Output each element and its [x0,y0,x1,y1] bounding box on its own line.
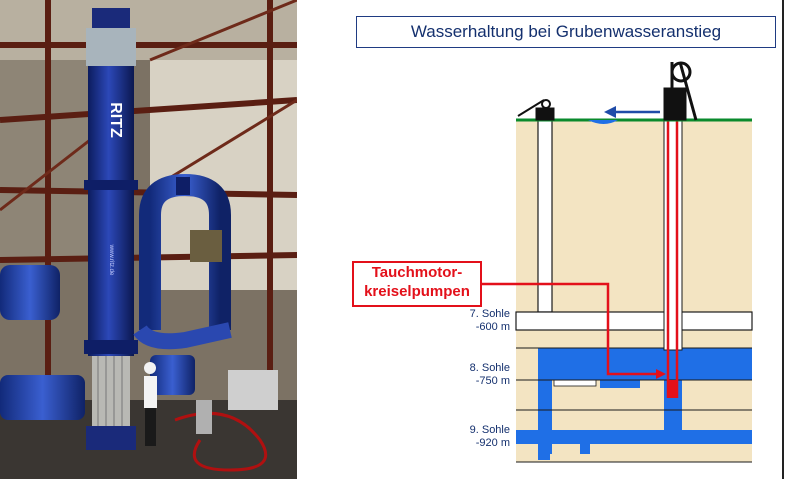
diagram-title-text: Wasserhaltung bei Grubenwasseranstieg [410,22,722,41]
pump-callout-line1: Tauchmotor- [371,264,463,281]
level-7-drift [515,311,753,331]
discharge-arrow-icon [604,106,616,118]
earth-block [516,120,752,462]
pump-pointer-arrow-icon [656,369,666,379]
pump-brand-text: RITZ [107,102,124,138]
diagram-title: Wasserhaltung bei Grubenwasseranstieg [356,16,776,48]
pump-callout: Tauchmotor- kreiselpumpen [352,261,482,307]
level-9-label: 9. Sohle -920 m [469,424,510,449]
main-shaft [663,119,683,351]
pump-web-text: www.ritz.de [108,244,114,276]
mine-diagram [482,61,753,463]
headframe-icon [663,61,698,121]
surface-pond [588,120,618,124]
level-8-water [538,348,752,366]
level-7-label: 7. Sohle -600 m [469,308,510,333]
pump-photo: RITZ www.ritz.de [0,0,297,479]
pump-unit [668,380,677,398]
pump-callout-line2: kreiselpumpen [364,283,470,300]
level-9-water [516,430,752,444]
level-8-label: 8. Sohle -750 m [469,362,510,387]
pump-pointer-line [482,282,660,376]
right-border-line [782,0,784,479]
winch-icon [517,99,555,121]
